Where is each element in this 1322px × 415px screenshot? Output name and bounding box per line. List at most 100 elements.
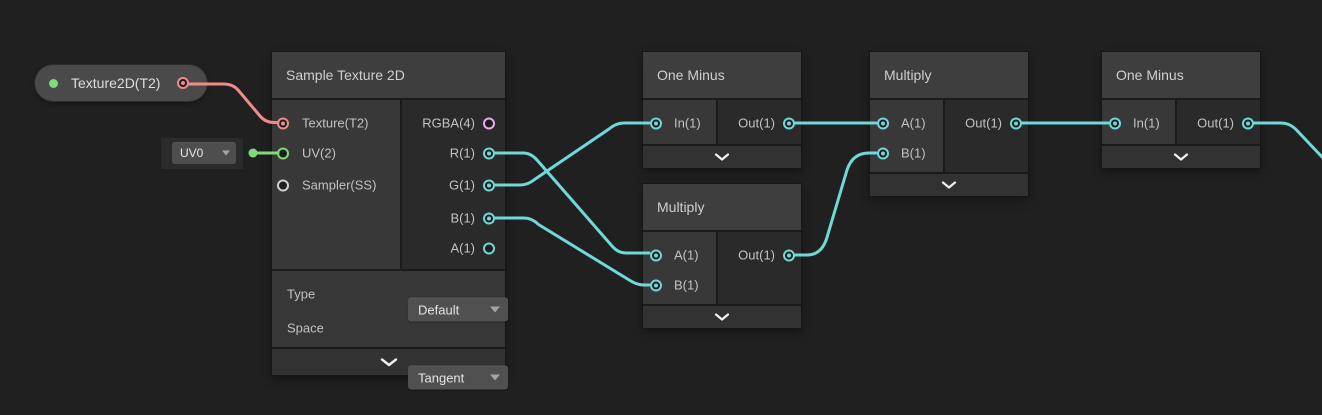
output-port-out[interactable] (1010, 117, 1022, 129)
uv-edge-start-dot (248, 148, 258, 158)
collapse-chevron-icon (1173, 153, 1189, 161)
output-port-g[interactable] (483, 179, 495, 191)
uv-channel-dropdown[interactable]: UV0 (172, 142, 236, 164)
dropdown-arrow-icon (490, 374, 500, 381)
input-port-sampler[interactable] (277, 179, 289, 191)
node-title: Sample Texture 2D (272, 52, 505, 98)
port-label: Out(1) (738, 115, 775, 131)
port-row: Out(1) (1197, 116, 1254, 131)
port-row: A(1) (877, 116, 926, 131)
input-port-a[interactable] (877, 117, 889, 129)
node-title: Multiply (870, 52, 1028, 98)
property-output-port[interactable] (177, 77, 189, 89)
node-multiply-upper[interactable]: Multiply A(1) B(1) Out(1) (870, 52, 1028, 196)
port-label: In(1) (1133, 115, 1160, 131)
uv-channel-value: UV0 (180, 146, 204, 160)
property-node-label: Texture2D(T2) (71, 75, 161, 91)
port-row: R(1) (450, 146, 495, 161)
input-column (870, 100, 945, 172)
node-sample-texture-2d[interactable]: Sample Texture 2D Texture(T2) UV(2) Samp… (272, 52, 508, 390)
port-label: Out(1) (965, 115, 1002, 131)
port-label: B(1) (674, 277, 699, 293)
edge-g-to-one-minus-left-in[interactable] (493, 121, 651, 187)
port-label: A(1) (674, 247, 699, 263)
output-port-a[interactable] (483, 242, 495, 254)
node-one-minus-left[interactable]: One Minus In(1) Out(1) (643, 52, 801, 168)
port-label: In(1) (674, 115, 701, 131)
output-port-out[interactable] (783, 117, 795, 129)
divider (1102, 144, 1260, 146)
port-label: A(1) (901, 115, 926, 131)
port-row: G(1) (449, 178, 495, 193)
port-row: Texture(T2) (277, 116, 368, 131)
divider (643, 304, 801, 306)
divider (272, 98, 505, 100)
divider (272, 269, 505, 271)
port-label: R(1) (449, 145, 475, 161)
edge-r-to-multiply-lower-a[interactable] (493, 151, 651, 255)
input-port-b[interactable] (650, 279, 662, 291)
space-dropdown[interactable]: Tangent (408, 365, 508, 390)
input-column (643, 232, 718, 304)
type-dropdown[interactable]: Default (408, 297, 508, 322)
dropdown-arrow-icon (222, 150, 230, 156)
port-row: UV(2) (277, 146, 336, 161)
port-label: RGBA(4) (422, 115, 475, 131)
input-column (272, 100, 402, 269)
divider (643, 98, 801, 100)
collapse-chevron-icon (714, 153, 730, 161)
port-row: In(1) (650, 116, 701, 131)
collapse-preview-button[interactable] (643, 306, 801, 328)
collapse-preview-button[interactable] (1102, 146, 1260, 168)
port-label: G(1) (449, 177, 475, 193)
port-row: Out(1) (965, 116, 1022, 131)
port-row: Sampler(SS) (277, 178, 376, 193)
type-dropdown-value: Default (418, 302, 460, 317)
collapse-preview-button[interactable] (870, 174, 1028, 196)
output-port-out[interactable] (1242, 117, 1254, 129)
node-title: One Minus (1102, 52, 1260, 98)
port-row: A(1) (650, 248, 699, 263)
port-row: B(1) (650, 278, 699, 293)
collapse-preview-button[interactable] (643, 146, 801, 168)
uv-inline-widget: UV0 (161, 138, 243, 169)
divider (272, 347, 505, 349)
divider (870, 98, 1028, 100)
control-label-space: Space (287, 320, 324, 336)
divider (643, 144, 801, 146)
port-label: A(1) (450, 240, 475, 256)
input-port-in[interactable] (1109, 117, 1121, 129)
collapse-chevron-icon (714, 313, 730, 321)
port-row: Out(1) (738, 116, 795, 131)
output-port-r[interactable] (483, 147, 495, 159)
property-node-texture2d[interactable]: Texture2D(T2) (35, 65, 207, 101)
port-row: RGBA(4) (422, 116, 495, 131)
port-label: Out(1) (1197, 115, 1234, 131)
output-port-out[interactable] (783, 249, 795, 261)
input-port-b[interactable] (877, 147, 889, 159)
input-port-in[interactable] (650, 117, 662, 129)
dropdown-arrow-icon (490, 306, 500, 313)
edge-texture2d-to-texture[interactable] (187, 82, 280, 124)
node-one-minus-right[interactable]: One Minus In(1) Out(1) (1102, 52, 1260, 168)
exposed-property-dot-icon (49, 78, 58, 88)
port-label: B(1) (450, 210, 475, 226)
edge-one-minus-right-out-to-offscreen[interactable] (1252, 121, 1322, 160)
edge-b-to-multiply-lower-b[interactable] (493, 216, 651, 287)
node-title: One Minus (643, 52, 801, 98)
port-label: Texture(T2) (302, 115, 369, 131)
control-label-type: Type (287, 286, 316, 302)
node-controls: Type Default Space Tangent (272, 271, 508, 390)
input-column (643, 100, 718, 144)
port-label: UV(2) (302, 145, 336, 161)
edge-multiply-lower-out-to-multiply-upper-b[interactable] (793, 151, 878, 257)
node-title: Multiply (643, 184, 801, 230)
output-port-b[interactable] (483, 212, 495, 224)
port-row: A(1) (450, 241, 495, 256)
node-multiply-lower[interactable]: Multiply A(1) B(1) Out(1) (643, 184, 801, 328)
input-port-a[interactable] (650, 249, 662, 261)
output-port-rgba[interactable] (483, 117, 495, 129)
output-column (718, 232, 801, 304)
port-row: B(1) (450, 211, 495, 226)
divider (1102, 98, 1260, 100)
